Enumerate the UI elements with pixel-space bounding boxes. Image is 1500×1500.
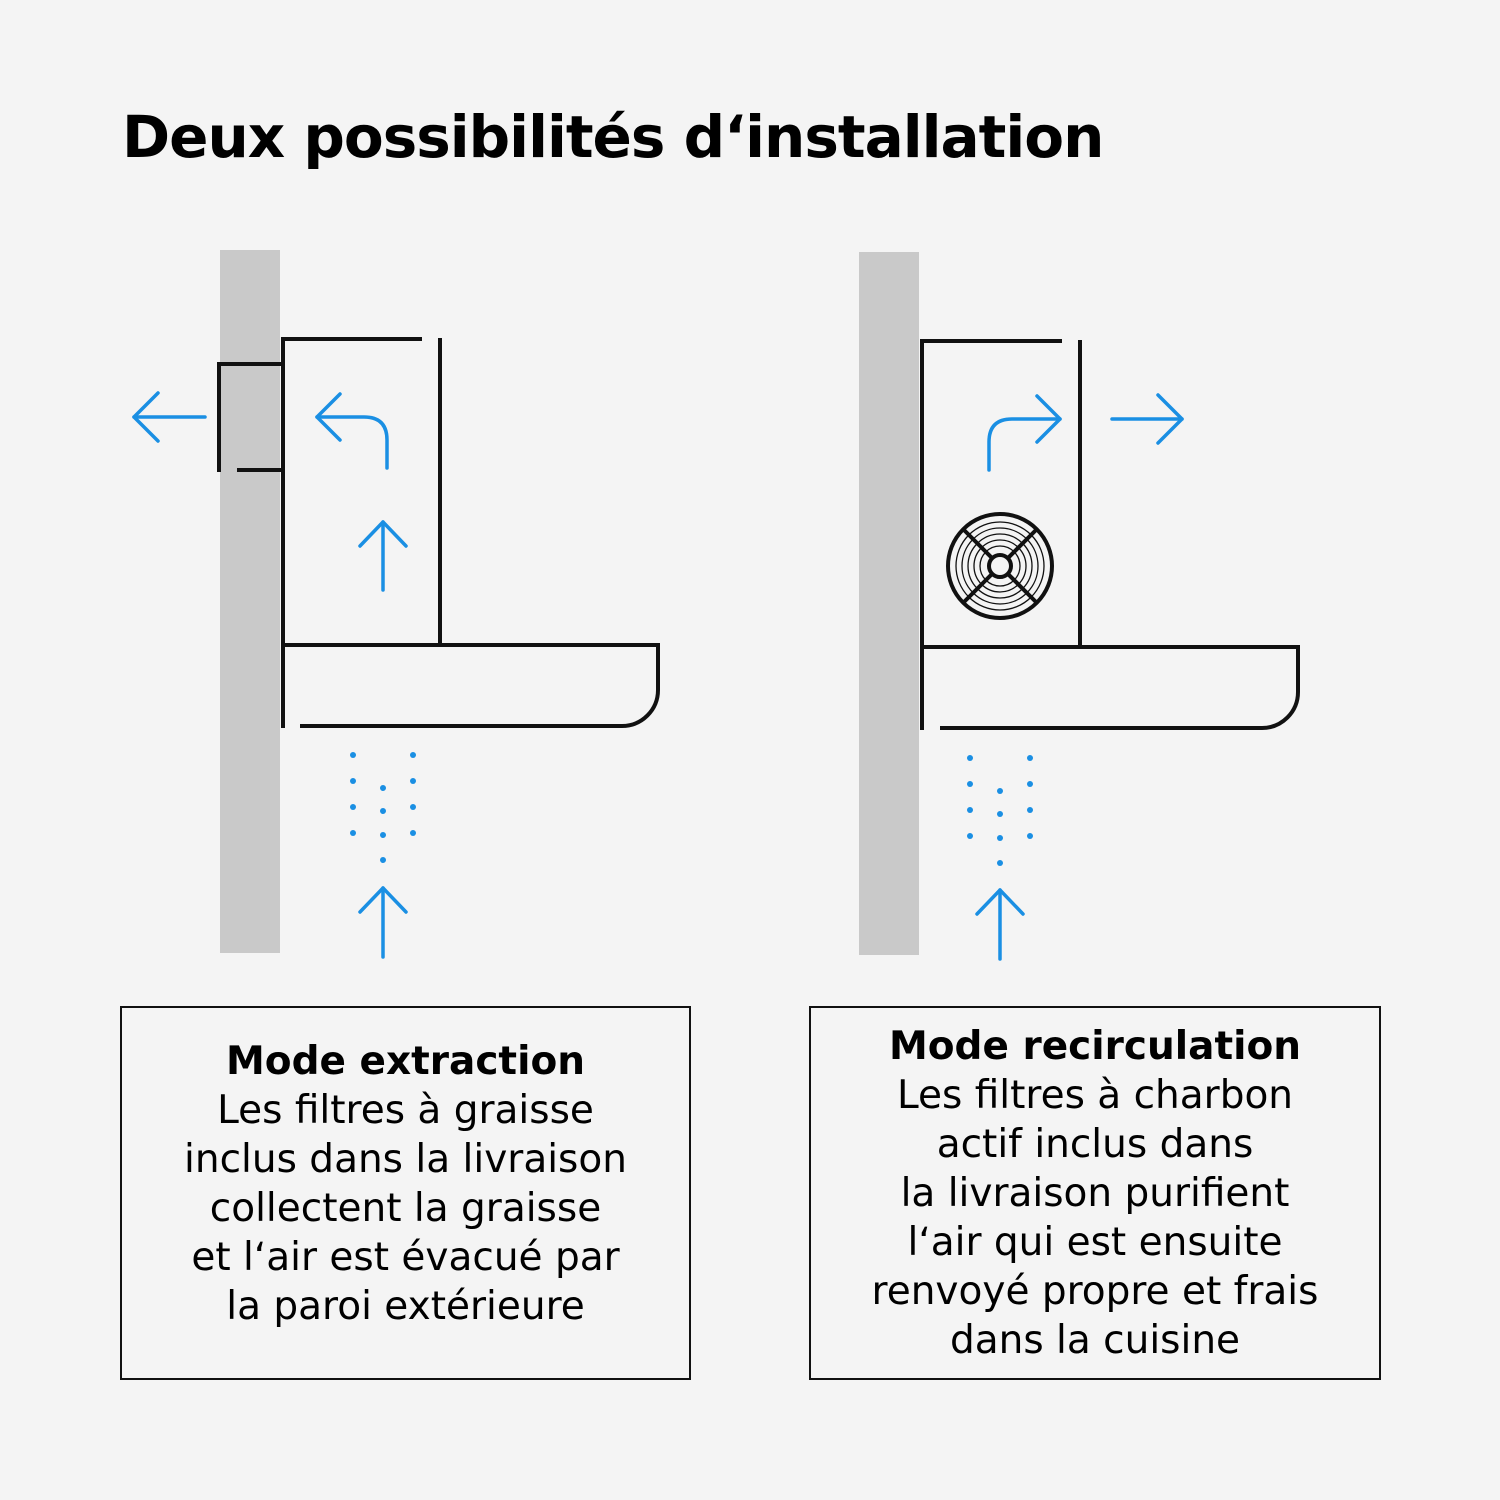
page-title: Deux possibilités d‘installation	[122, 103, 1104, 171]
recirculation-diagram	[859, 252, 1300, 961]
arrow-up-icon	[358, 886, 408, 959]
curved-arrow-icon	[987, 394, 1062, 472]
caption-line: l‘air qui est ensuite	[907, 1219, 1283, 1265]
arrow-up-icon	[358, 520, 408, 592]
range-hood	[217, 337, 660, 728]
airflow-arrows	[975, 393, 1184, 961]
extraction-diagram	[132, 250, 660, 959]
arrow-left-icon	[132, 391, 207, 443]
caption-line: la livraison purifient	[900, 1170, 1290, 1216]
extraction-caption: Mode extraction Les filtres à graisse in…	[120, 1006, 691, 1380]
caption-line: Les filtres à charbon	[896, 1072, 1294, 1118]
fan-icon	[946, 512, 1054, 620]
caption-line: Les filtres à graisse	[217, 1088, 594, 1133]
installation-diagram	[132, 250, 1300, 961]
wall	[220, 250, 280, 953]
range-hood	[920, 339, 1300, 730]
air-particles-icon	[967, 755, 1033, 866]
caption-line: dans la cuisine	[949, 1317, 1241, 1363]
wall	[859, 252, 919, 955]
recirculation-caption: Mode recirculation Les filtres à charbon…	[809, 1006, 1381, 1380]
airflow-arrows	[132, 391, 408, 959]
caption-line: inclus dans la livraison	[184, 1137, 627, 1182]
arrow-right-icon	[1110, 393, 1184, 445]
caption-line: collectent la graisse	[209, 1186, 602, 1231]
caption-line: la paroi extérieure	[226, 1284, 585, 1329]
curved-arrow-icon	[315, 392, 389, 470]
caption-line: et l‘air est évacué par	[191, 1235, 620, 1280]
caption-title: Mode recirculation	[888, 1023, 1302, 1069]
caption-title: Mode extraction	[225, 1039, 586, 1084]
air-particles-icon	[350, 752, 416, 863]
caption-line: renvoyé propre et frais	[871, 1268, 1319, 1314]
arrow-up-icon	[975, 888, 1025, 961]
caption-line: actif inclus dans	[936, 1121, 1254, 1167]
